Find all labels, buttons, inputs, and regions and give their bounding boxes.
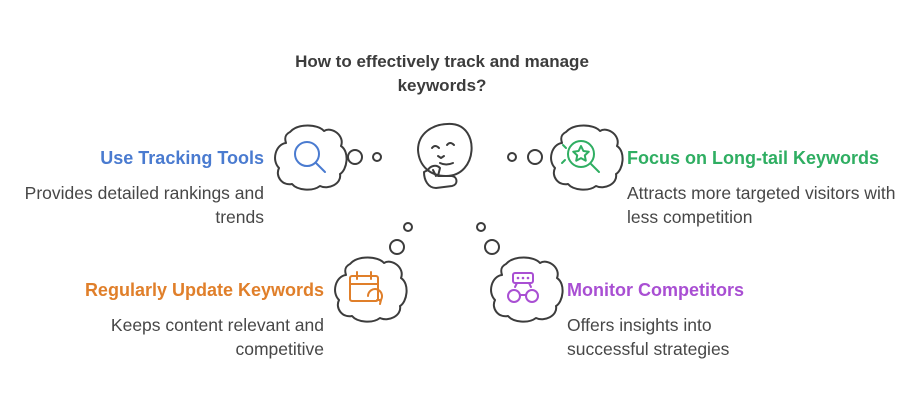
- diagram-title: How to effectively track and manage keyw…: [295, 52, 589, 95]
- connector-dot: [372, 152, 382, 162]
- connector-dot: [347, 149, 363, 165]
- update-bubble: [334, 256, 408, 323]
- binoculars-icon: [507, 272, 539, 303]
- connector-dot: [389, 239, 405, 255]
- connector-dot: [527, 149, 543, 165]
- longtail-heading: Focus on Long-tail Keywords: [627, 148, 880, 168]
- tracking-description: Provides detailed rankings and trends: [24, 183, 264, 227]
- connector-dot: [476, 222, 486, 232]
- calendar-refresh-icon: [349, 271, 383, 305]
- tracking-bubble: [274, 124, 348, 191]
- connector-dot: [403, 222, 413, 232]
- connector-dot: [507, 152, 517, 162]
- longtail-bubble: [550, 124, 624, 191]
- competitors-bubble: [490, 256, 564, 323]
- thinking-face-icon: [417, 122, 473, 189]
- update-description: Keeps content relevant and competitive: [110, 315, 324, 359]
- competitors-description: Offers insights into successful strategi…: [567, 315, 730, 359]
- competitors-heading: Monitor Competitors: [567, 280, 744, 300]
- update-heading: Regularly Update Keywords: [84, 280, 324, 300]
- star-target-icon: [561, 140, 600, 173]
- speech-dots: [516, 276, 530, 280]
- tracking-heading: Use Tracking Tools: [100, 148, 264, 168]
- connector-dot: [484, 239, 500, 255]
- magnifier-icon: [294, 141, 326, 173]
- longtail-description: Attracts more targeted visitors with les…: [627, 183, 896, 227]
